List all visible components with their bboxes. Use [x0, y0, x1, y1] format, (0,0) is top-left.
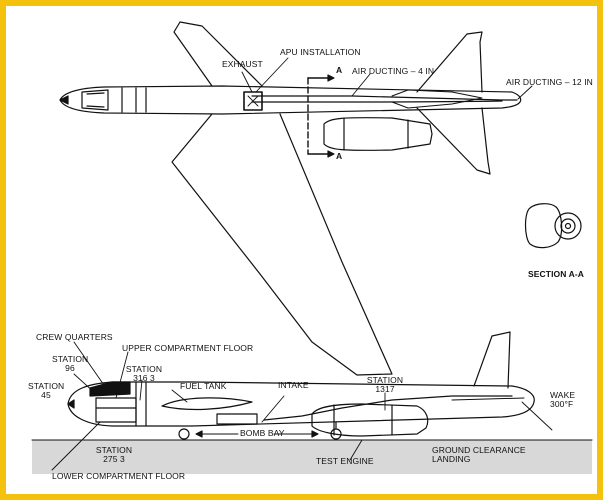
- label-section-marker-top: A: [336, 65, 343, 75]
- aircraft-diagram: EXHAUST APU INSTALLATION A AIR DUCTING –…: [12, 12, 603, 500]
- side-vertical-fin: [473, 331, 511, 389]
- side-nose-tip: [67, 399, 75, 409]
- label-bomb-bay: BOMB BAY: [240, 428, 285, 438]
- label-upper-compartment-floor: UPPER COMPARTMENT FLOOR: [122, 343, 254, 353]
- label-apu-installation: APU INSTALLATION: [280, 47, 361, 57]
- label-fuel-tank: FUEL TANK: [180, 381, 227, 391]
- label-crew-quarters: CREW QUARTERS: [36, 332, 113, 342]
- plan-view: [59, 21, 533, 376]
- plan-upper-wing: [173, 21, 263, 87]
- label-ground-clearance: GROUND CLEARANCE LANDING: [432, 445, 526, 464]
- plan-h-stab-bottom: [416, 107, 491, 175]
- plan-lower-wing: [171, 113, 393, 376]
- aircraft-drawing: [31, 21, 593, 474]
- plan-air-duct: [251, 95, 518, 101]
- section-engine-outer: [554, 212, 582, 240]
- leader-apu: [255, 57, 289, 93]
- label-station-2753: STATION 275 3: [95, 445, 133, 464]
- leader-test-engine: [349, 439, 363, 461]
- label-intake: INTAKE: [278, 380, 309, 390]
- leader-upper-floor: [115, 351, 129, 399]
- label-section-marker-bottom: A: [336, 151, 343, 161]
- side-bomb-bay: [216, 413, 258, 425]
- label-section-aa: SECTION A-A: [528, 269, 585, 279]
- main-gear: [330, 428, 342, 440]
- side-view: [31, 331, 593, 474]
- side-crew-compartment: [95, 397, 137, 423]
- leader-station-96: [73, 373, 97, 395]
- label-station-96: STATION 96: [52, 354, 89, 373]
- leader-duct-4: [351, 73, 371, 97]
- plan-cockpit: [81, 89, 109, 111]
- ground-strip: [32, 440, 592, 474]
- leader-exhaust: [241, 71, 253, 93]
- plan-fuselage: [59, 85, 522, 115]
- leader-duct-12: [517, 85, 533, 100]
- leader-crew-quarters: [73, 341, 107, 389]
- leader-lower-floor: [51, 421, 101, 471]
- plan-engine-pod: [323, 117, 433, 151]
- front-gear: [178, 428, 190, 440]
- side-engine-pod: [311, 403, 429, 437]
- label-wake: WAKE 300°F: [550, 390, 576, 409]
- leader-intake: [261, 395, 285, 423]
- plan-h-stab-top: [416, 31, 483, 93]
- label-station-1317: STATION 1317: [366, 375, 404, 394]
- label-station-3163: STATION 316 3: [125, 364, 163, 383]
- leader-station-3163: [139, 379, 143, 401]
- label-exhaust: EXHAUST: [222, 59, 263, 69]
- label-test-engine: TEST ENGINE: [316, 456, 374, 466]
- side-cockpit: [89, 381, 131, 397]
- side-fuel-tank: [161, 397, 253, 411]
- label-station-45: STATION 45: [28, 381, 65, 400]
- leader-fuel-tank: [171, 389, 188, 403]
- label-air-ducting-4: AIR DUCTING – 4 IN: [352, 66, 435, 76]
- section-fuselage-outline: [524, 203, 563, 249]
- label-air-ducting-12: AIR DUCTING – 12 IN: [506, 77, 593, 87]
- label-lower-compartment-floor: LOWER COMPARTMENT FLOOR: [52, 471, 186, 481]
- plan-nose-tip: [59, 95, 69, 105]
- section-aa-view: [524, 203, 582, 249]
